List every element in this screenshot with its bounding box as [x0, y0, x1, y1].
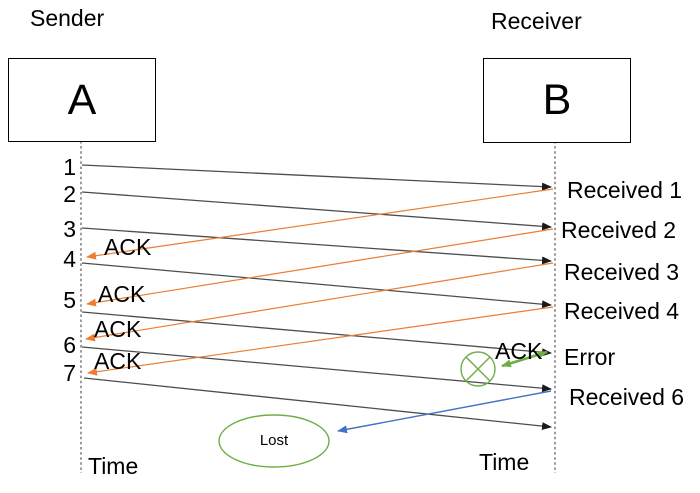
send-seq-1: 1 — [63, 154, 76, 180]
lost-label: Lost — [259, 432, 289, 449]
ack-arrow-2 — [86, 228, 554, 307]
frame-arrow-7 — [83, 377, 552, 431]
frame-arrow-3 — [81, 227, 552, 265]
ack-arrow-3 — [85, 262, 554, 342]
frame-arrows — [81, 164, 552, 431]
received-label-1: Received 1 — [567, 177, 683, 203]
error-ack-label: ACK — [495, 338, 543, 364]
receiver-node-label: B — [542, 76, 572, 124]
received-label-4: Received 4 — [564, 298, 680, 324]
send-seq-7: 7 — [63, 360, 76, 386]
frame-arrow-2 — [81, 191, 552, 231]
ack-arrow-1 — [86, 188, 554, 260]
sender-node-label: A — [67, 75, 97, 124]
ack-label-2: ACK — [98, 281, 146, 307]
send-seq-6: 6 — [63, 332, 76, 358]
error-label: Error — [564, 344, 616, 370]
frame-arrow-5 — [81, 311, 552, 357]
received-label-2: Received 2 — [561, 217, 677, 243]
received-label-6: Received 6 — [569, 384, 685, 410]
error-cross-icon — [460, 351, 496, 387]
sender-node-box: A — [8, 58, 156, 142]
frame-arrow-4 — [81, 262, 552, 309]
ack-label-4: ACK — [94, 348, 142, 374]
lost-pointer-arrow — [337, 390, 552, 434]
frame-arrow-6 — [81, 346, 552, 393]
received-label-3: Received 3 — [564, 259, 680, 285]
frame-arrow-1 — [81, 164, 552, 191]
send-seq-3: 3 — [63, 216, 76, 242]
time-label-right: Time — [479, 449, 530, 475]
send-seq-5: 5 — [63, 287, 76, 313]
receiver-node-box: B — [483, 58, 631, 143]
sender-title: Sender — [30, 5, 105, 31]
ack-arrows — [85, 188, 554, 376]
ack-label-3: ACK — [94, 316, 142, 342]
lost-ellipse — [218, 414, 330, 468]
ack-arrow-4 — [87, 306, 554, 376]
receiver-title: Receiver — [491, 8, 582, 34]
time-label-left: Time — [88, 453, 139, 479]
ack-lost-arrow — [501, 350, 548, 368]
send-seq-4: 4 — [63, 246, 76, 272]
send-seq-2: 2 — [63, 181, 76, 207]
ack-label-1: ACK — [104, 234, 152, 260]
